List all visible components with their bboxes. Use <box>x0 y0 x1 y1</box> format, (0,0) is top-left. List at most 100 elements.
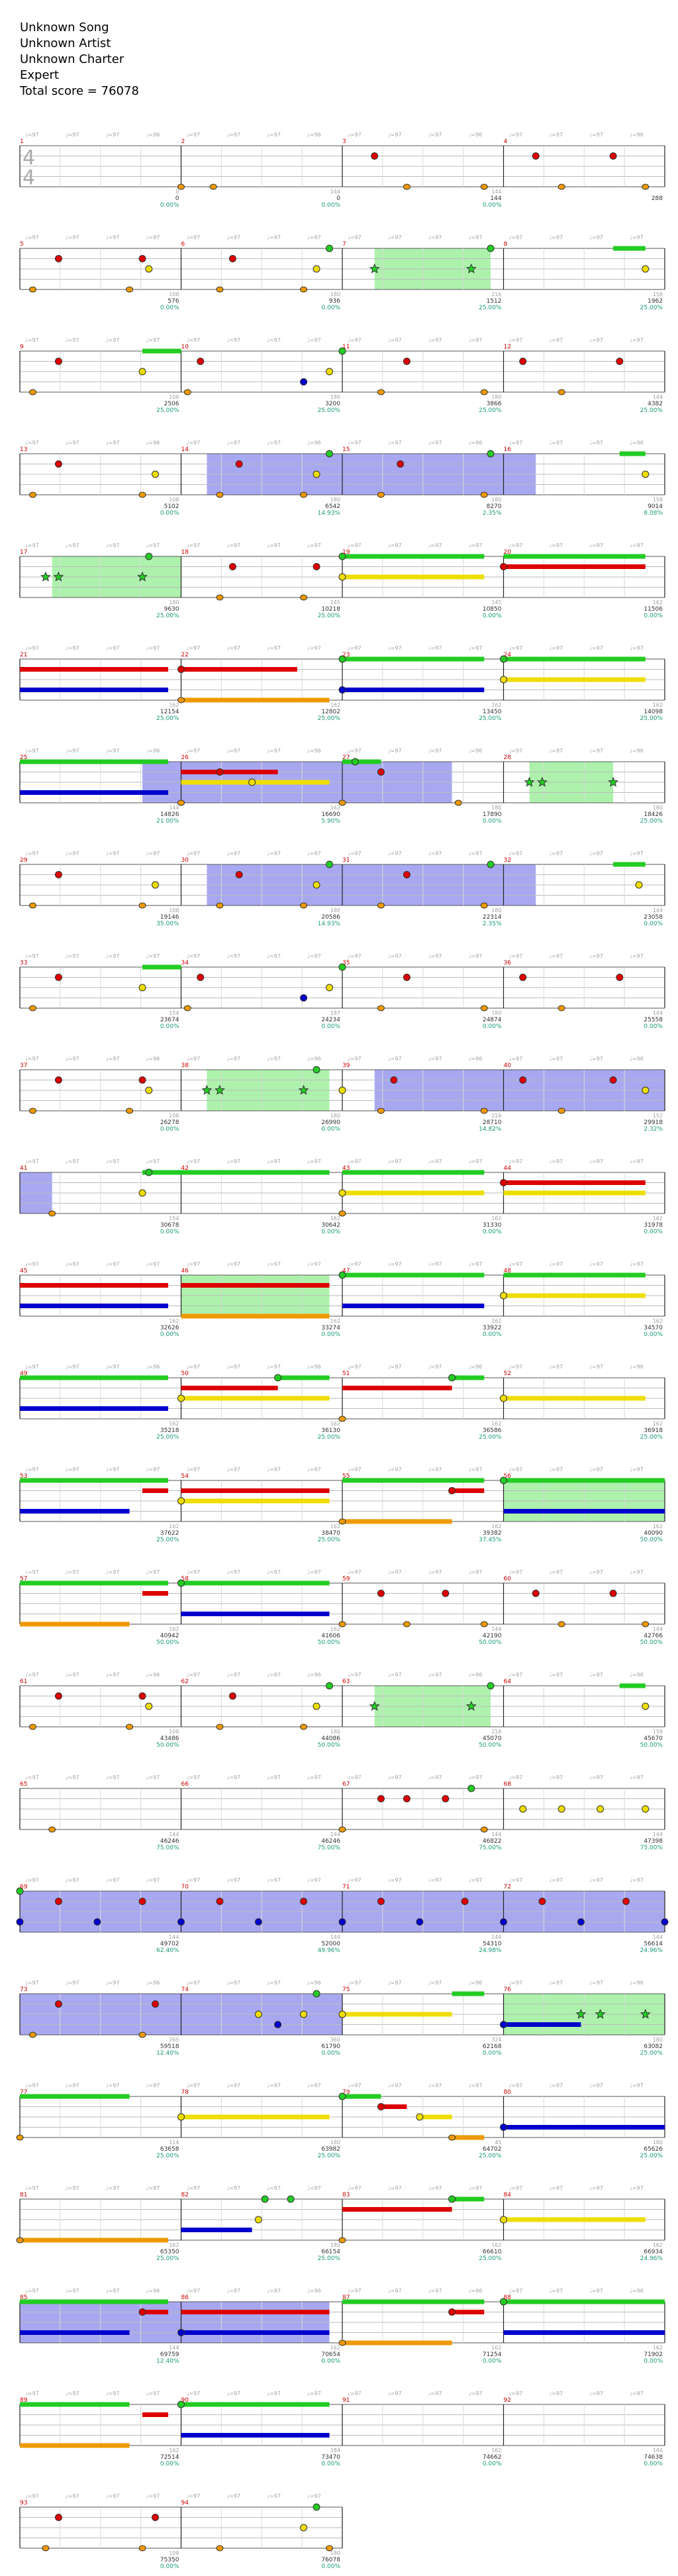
note-orange <box>177 697 185 703</box>
note-y <box>313 881 320 889</box>
tempo-marker: ♩=97 <box>348 337 362 343</box>
tempo-marker: ♩=97 <box>307 1877 321 1883</box>
tempo-marker: ♩=97 <box>267 542 281 548</box>
bar-percentage: 0.00% <box>483 818 502 825</box>
note-g <box>487 1682 495 1690</box>
note-g <box>500 1476 507 1484</box>
star-note <box>595 2008 606 2019</box>
tempo-marker: ♩=97 <box>549 2288 563 2294</box>
tempo-marker: ♩=97 <box>187 1569 201 1575</box>
bar-number: 7 <box>342 241 346 248</box>
bar-percentage: 0.00% <box>321 202 340 209</box>
tempo-marker: ♩=97 <box>549 1672 563 1678</box>
tempo-marker: ♩=97 <box>146 1877 160 1883</box>
tempo-marker: ♩=97 <box>106 850 120 856</box>
note-count: 108 <box>169 2550 179 2556</box>
tempo-marker: ♩=97 <box>509 2083 523 2088</box>
note-orange <box>28 1005 36 1011</box>
tempo-marker: ♩=97 <box>106 440 120 446</box>
bar-number: 82 <box>181 2192 189 2198</box>
bar-score: 9014 <box>648 503 663 510</box>
note-count: 158 <box>653 497 663 503</box>
note-g <box>500 2298 507 2306</box>
bar-percentage: 25.00% <box>640 407 663 414</box>
note-g <box>177 2400 185 2408</box>
tempo-marker: ♩=97 <box>226 1159 240 1164</box>
tempo-marker: ♩=97 <box>549 1159 563 1164</box>
note-orange <box>28 1108 36 1114</box>
bar-score: 288 <box>652 195 663 202</box>
bar-score: 33274 <box>321 1325 340 1331</box>
tempo-marker: ♩=97 <box>66 2391 79 2396</box>
tempo-marker: ♩=97 <box>66 132 79 138</box>
tempo-marker: ♩=97 <box>106 1056 120 1062</box>
tempo-marker: ♩=97 <box>630 1467 644 1472</box>
note-r <box>54 460 62 468</box>
tempo-marker: ♩=97 <box>428 645 442 651</box>
tempo-marker: ♩=97 <box>509 2185 523 2191</box>
bar-score: 62168 <box>483 2043 502 2050</box>
tempo-marker: ♩=96 <box>307 1364 321 1370</box>
tempo-marker: ♩=97 <box>226 1877 240 1883</box>
tempo-marker: ♩=97 <box>267 1159 281 1164</box>
tempo-marker: ♩=97 <box>226 1364 240 1370</box>
note-r <box>138 1898 146 1905</box>
note-count: 180 <box>330 2139 340 2145</box>
bar-percentage: 0.00% <box>321 2050 340 2057</box>
note-y <box>338 1189 346 1197</box>
tempo-marker: ♩=97 <box>630 2083 644 2088</box>
tempo-marker: ♩=97 <box>428 1159 442 1164</box>
note-y <box>597 1805 605 1813</box>
bar-score: 74662 <box>483 2454 502 2461</box>
bar-number: 28 <box>504 754 512 761</box>
tempo-marker: ♩=97 <box>307 234 321 240</box>
note-count: 162 <box>653 702 663 708</box>
note-count: 108 <box>169 1113 179 1119</box>
tempo-marker: ♩=96 <box>469 1980 483 1986</box>
note-count: 144 <box>491 189 501 195</box>
note-count: 144 <box>653 1010 663 1016</box>
bar-percentage: 0.00% <box>483 1331 502 1338</box>
tempo-marker: ♩=97 <box>348 2391 362 2396</box>
tempo-marker: ♩=97 <box>428 1364 442 1370</box>
star-note <box>465 263 477 274</box>
note-orange <box>138 902 146 909</box>
tempo-marker: ♩=97 <box>549 440 563 446</box>
tempo-marker: ♩=96 <box>307 132 321 138</box>
star-note <box>369 263 380 274</box>
tempo-marker: ♩=97 <box>267 1569 281 1575</box>
note-count: 108 <box>169 907 179 913</box>
tempo-marker: ♩=97 <box>187 337 201 343</box>
tempo-marker: ♩=97 <box>388 1775 402 1780</box>
tempo-marker: ♩=96 <box>146 132 160 138</box>
tempo-marker: ♩=96 <box>630 1364 644 1370</box>
tempo-marker: ♩=97 <box>428 850 442 856</box>
tempo-marker: ♩=97 <box>589 1261 603 1267</box>
bar-number: 64 <box>504 1678 512 1685</box>
tempo-marker: ♩=97 <box>106 1467 120 1472</box>
note-y <box>557 1805 565 1813</box>
note-b <box>661 1918 669 1926</box>
note-g <box>287 2195 295 2203</box>
bar-score: 4382 <box>648 401 663 407</box>
bar-score: 63982 <box>321 2146 340 2153</box>
tempo-marker: ♩=97 <box>267 2391 281 2396</box>
bar-number: 93 <box>20 2500 27 2506</box>
tempo-marker: ♩=97 <box>66 1775 79 1780</box>
chart-row <box>19 1168 665 1217</box>
note-y <box>500 676 507 684</box>
chart-row <box>19 347 665 395</box>
note-count: 180 <box>330 1113 340 1119</box>
note-r <box>197 974 205 981</box>
tempo-marker: ♩=97 <box>226 132 240 138</box>
bar-score: 26278 <box>160 1119 179 1126</box>
tempo-marker: ♩=97 <box>428 542 442 548</box>
note-count: 144 <box>653 907 663 913</box>
bar-percentage: 25.00% <box>640 818 663 825</box>
note-count: 145 <box>491 599 501 605</box>
tempo-marker: ♩=97 <box>226 1980 240 1986</box>
bar-score: 74638 <box>644 2454 663 2461</box>
tempo-marker: ♩=97 <box>307 337 321 343</box>
tempo-marker: ♩=97 <box>267 1364 281 1370</box>
note-r <box>228 255 236 262</box>
